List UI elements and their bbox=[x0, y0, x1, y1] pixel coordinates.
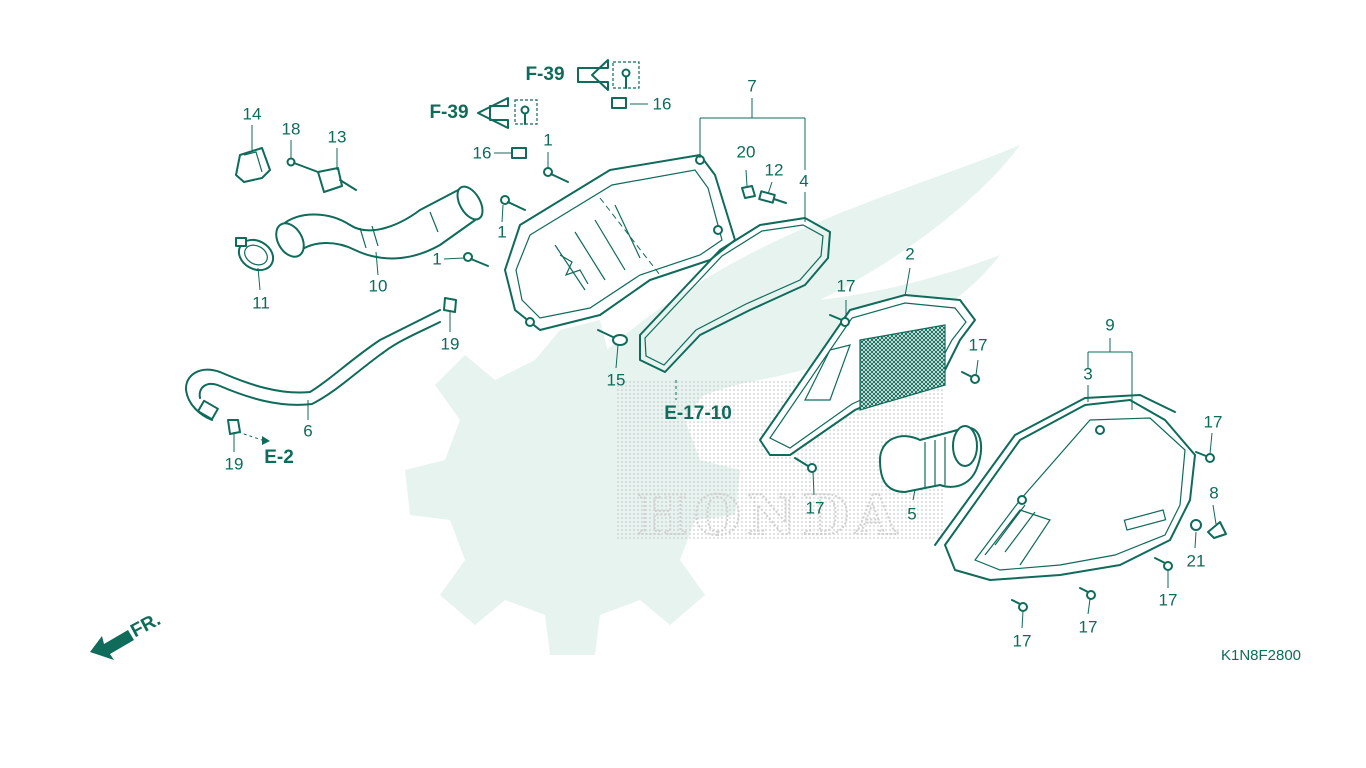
label-17-c: 17 bbox=[806, 498, 825, 517]
diagram-code: K1N8F2800 bbox=[1221, 647, 1301, 664]
part-17-screw-f bbox=[1079, 587, 1096, 600]
label-12: 12 bbox=[765, 160, 784, 179]
part-14-cap bbox=[235, 147, 271, 183]
label-2: 2 bbox=[905, 244, 914, 263]
label-13: 13 bbox=[328, 127, 347, 146]
label-17-d: 17 bbox=[1204, 412, 1223, 431]
front-arrow-icon bbox=[90, 630, 134, 660]
label-15: 15 bbox=[607, 370, 626, 389]
part-19-clip-lower bbox=[227, 419, 270, 445]
part-3-cover-gasket bbox=[934, 394, 1176, 546]
label-6: 6 bbox=[303, 421, 312, 440]
label-16-b: 16 bbox=[653, 94, 672, 113]
label-4: 4 bbox=[799, 171, 808, 190]
label-21: 21 bbox=[1187, 551, 1206, 570]
f39-arrow-upper-icon bbox=[577, 59, 609, 91]
label-11: 11 bbox=[252, 293, 270, 312]
part-8-clip bbox=[1207, 521, 1227, 539]
label-3: 3 bbox=[1083, 364, 1092, 383]
leader-lines bbox=[233, 98, 1217, 629]
label-1-b: 1 bbox=[497, 222, 506, 241]
watermark-text: HONDA bbox=[637, 483, 903, 547]
label-10: 10 bbox=[369, 276, 388, 295]
ref-f39-lower[interactable]: F-39 bbox=[429, 102, 468, 123]
part-1-bolt-b bbox=[500, 195, 526, 211]
part-6-hose bbox=[184, 309, 441, 421]
part-17-screw-c bbox=[794, 457, 817, 473]
part-15-bolt bbox=[597, 329, 628, 346]
part-9-air-cleaner-cover bbox=[944, 399, 1196, 581]
label-14: 14 bbox=[243, 104, 262, 123]
f39-arrow-lower-icon bbox=[477, 97, 509, 129]
part-18-screw bbox=[286, 157, 319, 173]
part-20-clip bbox=[741, 185, 756, 199]
label-20: 20 bbox=[737, 142, 756, 161]
label-7: 7 bbox=[747, 76, 756, 95]
part-4-gasket bbox=[639, 217, 831, 373]
label-17-e: 17 bbox=[1159, 590, 1178, 609]
label-17-g: 17 bbox=[1013, 631, 1032, 650]
part-21-grommet bbox=[1190, 519, 1202, 531]
part-19-clip-upper bbox=[443, 297, 457, 313]
label-8: 8 bbox=[1209, 483, 1218, 502]
part-1-bolt-a bbox=[543, 167, 569, 183]
part-5-funnel bbox=[879, 425, 983, 493]
ref-f39-upper[interactable]: F-39 bbox=[525, 64, 564, 85]
part-12-pin bbox=[758, 190, 787, 204]
part-16-nut-b bbox=[611, 61, 640, 109]
part-13-bracket bbox=[317, 167, 357, 193]
label-1-c: 1 bbox=[432, 249, 441, 268]
label-19-upper: 19 bbox=[441, 334, 460, 353]
label-17-a: 17 bbox=[837, 276, 856, 295]
part-17-screw-e bbox=[1154, 557, 1173, 571]
part-11-clamp bbox=[235, 237, 275, 272]
part-16-nut-a bbox=[511, 99, 538, 159]
label-16-a: 16 bbox=[473, 143, 492, 162]
label-1-a: 1 bbox=[543, 130, 552, 149]
label-17-f: 17 bbox=[1079, 617, 1098, 636]
part-labels: 14 18 13 11 10 19 6 19 15 1 1 1 16 16 7 … bbox=[225, 76, 1223, 650]
part-17-screw-b bbox=[961, 371, 980, 384]
part-17-screw-a bbox=[829, 314, 850, 327]
front-label: FR. bbox=[127, 609, 164, 642]
ref-e17-10[interactable]: E-17-10 bbox=[664, 403, 732, 424]
label-19-lower: 19 bbox=[225, 454, 244, 473]
label-5: 5 bbox=[907, 504, 916, 523]
part-17-screw-d bbox=[1195, 451, 1215, 463]
label-9: 9 bbox=[1105, 315, 1114, 334]
part-1-bolt-c bbox=[463, 252, 489, 267]
label-17-b: 17 bbox=[969, 335, 988, 354]
label-18: 18 bbox=[282, 119, 301, 138]
ref-e2[interactable]: E-2 bbox=[264, 447, 294, 468]
part-7-air-cleaner-case bbox=[504, 154, 736, 331]
part-17-screw-g bbox=[1011, 599, 1028, 612]
part-2-air-filter-element bbox=[759, 294, 976, 456]
wing-watermark-icon bbox=[470, 145, 1020, 560]
part-10-intake-tube bbox=[275, 185, 484, 260]
